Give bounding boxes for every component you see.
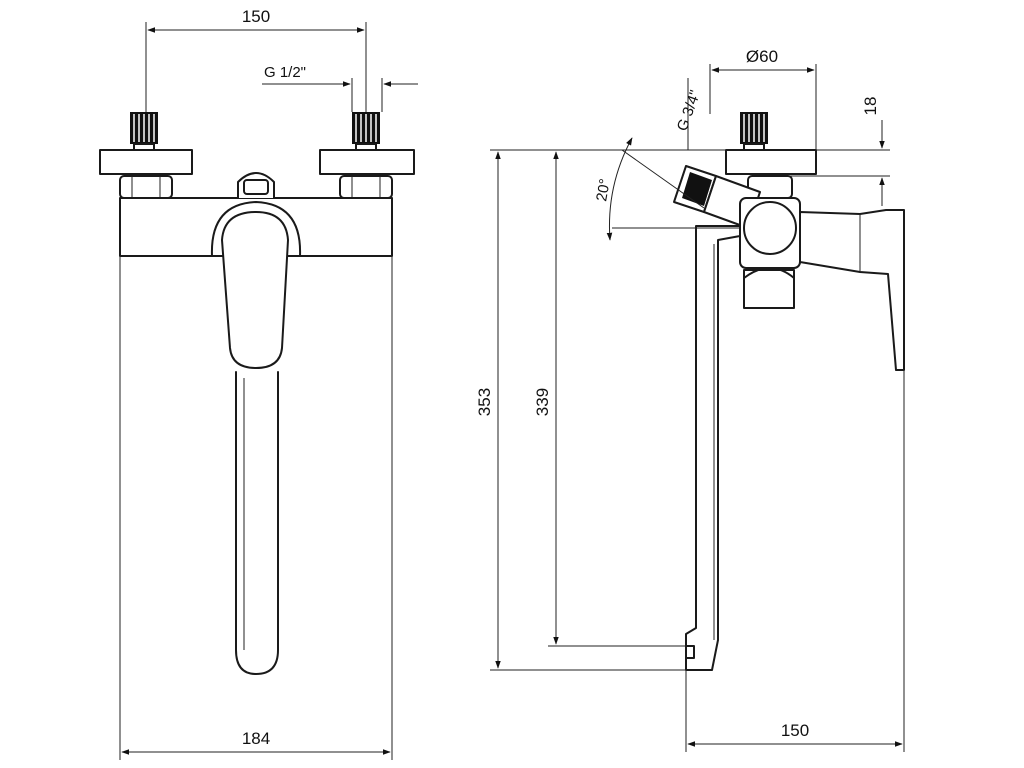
left-inlet-connector	[99, 112, 193, 199]
dim-top-height: 18	[861, 97, 880, 116]
front-view: 150 G 1/2" 184	[99, 7, 418, 760]
dim-diameter: Ø60	[746, 47, 778, 66]
side-inlet-connector	[725, 112, 817, 199]
dim-inlet-spacing: 150	[242, 7, 270, 26]
dim-side-projection: 150	[781, 721, 809, 740]
dim-angle: 20°	[593, 177, 614, 202]
dim-total-height: 353	[475, 388, 494, 416]
dim-spout-height: 339	[533, 388, 552, 416]
right-inlet-connector	[319, 112, 415, 199]
side-lever	[799, 209, 905, 371]
front-spout	[235, 371, 279, 675]
dim-front-width: 184	[242, 729, 270, 748]
side-spout	[685, 225, 741, 671]
dim-inlet-thread: G 1/2"	[264, 64, 306, 81]
dim-outlet-thread: G 3/4"	[674, 88, 704, 133]
side-view: 20° G 3/4" Ø60 18 353 339 150	[475, 47, 905, 752]
